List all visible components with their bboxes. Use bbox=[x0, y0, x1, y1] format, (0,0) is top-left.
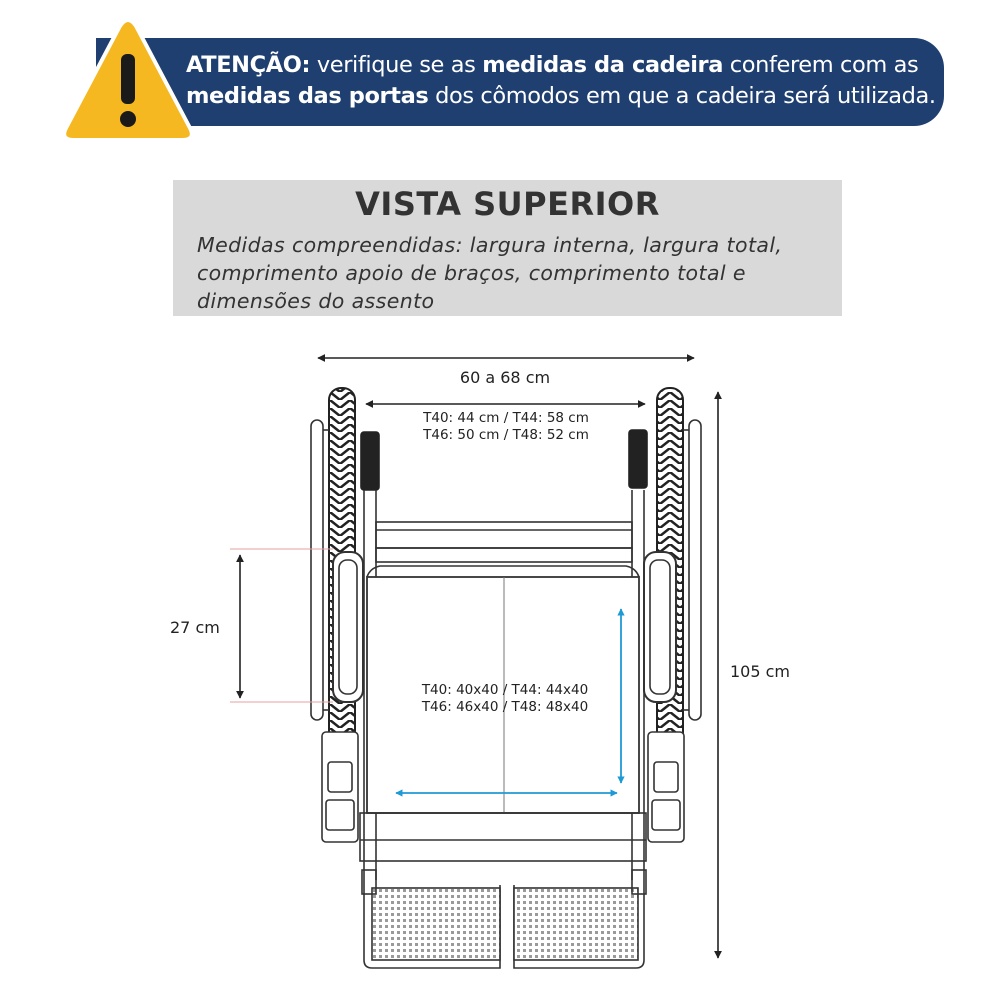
page-title: VISTA SUPERIOR bbox=[355, 185, 660, 223]
left-caster bbox=[321, 731, 359, 843]
left-armrest bbox=[332, 551, 364, 703]
total-width-label: 60 a 68 cm bbox=[459, 368, 551, 387]
left-footplate bbox=[371, 887, 501, 961]
right-handle bbox=[628, 429, 648, 489]
armrest-length-label: 27 cm bbox=[170, 618, 220, 637]
left-handle bbox=[360, 431, 380, 491]
inner-width-label: T40: 44 cm / T44: 58 cm T46: 50 cm / T48… bbox=[423, 410, 589, 443]
warning-text: ATENÇÃO: verifique se as medidas da cade… bbox=[186, 52, 936, 109]
warning-banner bbox=[96, 38, 944, 126]
right-armrest bbox=[643, 551, 677, 703]
total-length-label: 105 cm bbox=[730, 662, 791, 681]
title-box: VISTA SUPERIOR Medidas compreendidas: la… bbox=[173, 180, 842, 316]
right-footplate bbox=[513, 887, 639, 961]
right-handrim bbox=[688, 419, 702, 721]
page-subtitle: Medidas compreendidas: largura interna, … bbox=[197, 233, 783, 313]
seat-dimensions-label: T40: 40x40 / T44: 44x40 T46: 46x40 / T48… bbox=[421, 682, 589, 715]
warning-label: ATENÇÃO: bbox=[186, 52, 311, 78]
wheelchair-outline bbox=[310, 387, 702, 969]
seat bbox=[366, 576, 640, 814]
warning-icon bbox=[62, 18, 194, 142]
right-caster bbox=[647, 731, 685, 843]
left-handrim bbox=[310, 419, 324, 721]
backrest bbox=[375, 521, 633, 549]
